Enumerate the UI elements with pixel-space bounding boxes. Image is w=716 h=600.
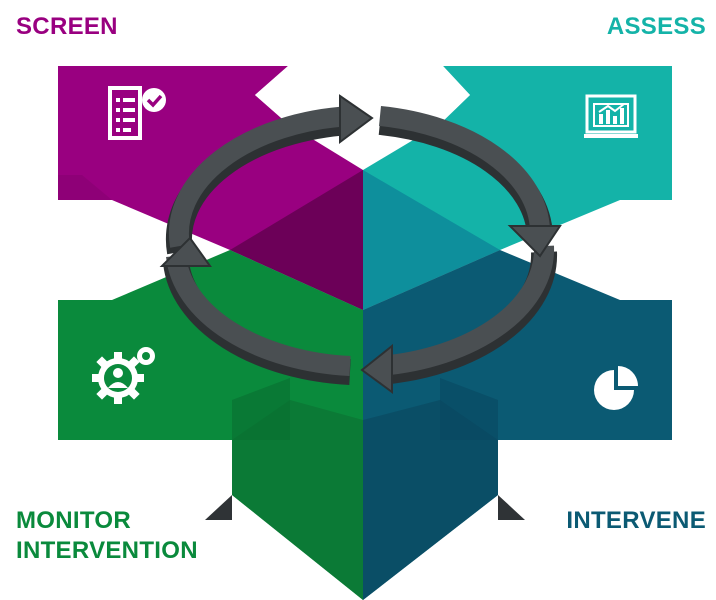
pillar-shadow: [205, 495, 232, 520]
cycle-arc: [379, 245, 555, 376]
monitor-intervention-label-line2: INTERVENTION: [16, 537, 198, 564]
cycle-arrow: [163, 106, 558, 385]
pie-chart-icon: [594, 366, 638, 410]
screen-center-face: [230, 170, 363, 310]
arrow-notch: [255, 66, 288, 124]
monitor-arrow-fold: [232, 378, 290, 440]
screen-arrow-notch: [58, 175, 112, 200]
cycle-arrowhead: [159, 236, 212, 267]
cycle-arc: [168, 106, 351, 248]
cycle-arc: [166, 254, 351, 376]
pillar-shadow: [498, 495, 525, 520]
cycle-arc: [379, 106, 550, 231]
checklist-icon: [108, 86, 166, 140]
intervene-arrow-fold: [440, 378, 498, 440]
cycle-arrowhead: [507, 225, 562, 258]
monitor-pillar-face: [232, 400, 363, 600]
cycle-arrowhead: [339, 94, 374, 144]
intervene-pillar-face: [363, 400, 498, 600]
arrow-notch: [440, 66, 470, 124]
assess-center-face: [363, 170, 500, 310]
screen-label: SCREEN: [16, 13, 118, 40]
assess-label: ASSESS: [606, 13, 706, 40]
laptop-chart-icon: [584, 94, 638, 138]
intervene-label: INTERVENE: [566, 507, 706, 534]
cycle-arrowhead: [360, 343, 393, 394]
monitor-intervention-label-line1: MONITOR: [16, 507, 131, 534]
